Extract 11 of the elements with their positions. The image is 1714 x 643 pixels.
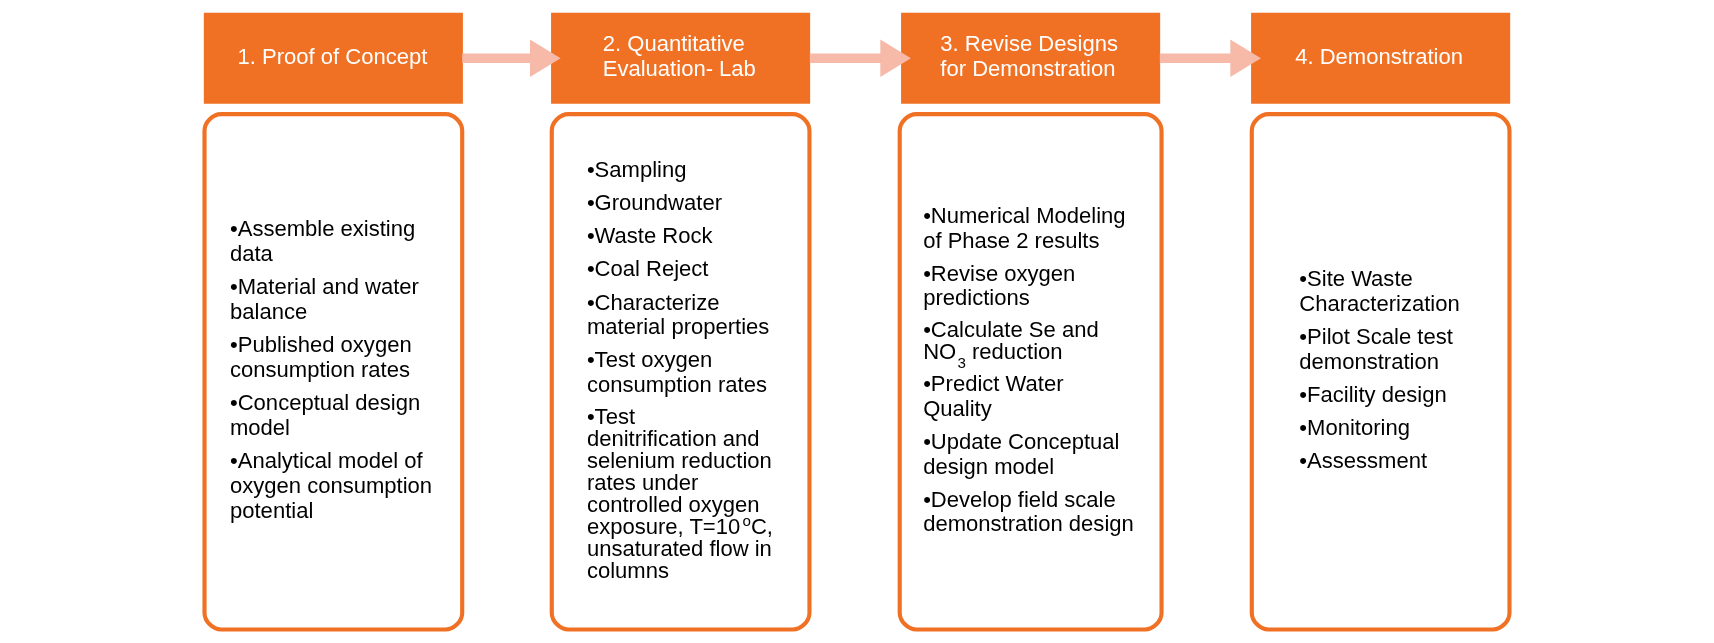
node-box: •Assemble existing data •Material and water balance •Published oxygen consumption rates •Conceptual design model •Analytical model of oxygen consumption potential (202, 112, 465, 632)
node-box: 2. Quantitative Evaluation- Lab (551, 12, 811, 104)
arrow (462, 39, 561, 78)
node-box: 4. Demonstration (1251, 12, 1511, 104)
arrow (809, 39, 911, 78)
arrow (1159, 39, 1261, 78)
node-box: •Site Waste Characterization •Pilot Scale test demonstration •Facility design •Monitoring •Assessment (1249, 112, 1512, 632)
node-box: 1. Proof of Concept (203, 12, 463, 104)
node-box: •Sampling •Groundwater •Waste Rock •Coal Reject •Characterize material properties •Test oxygen consumption rates •Test denitrification and selenium reduction rates under controlled oxygen exposure, T=10$^{o}$C, unsaturated flow in columns (549, 112, 812, 632)
node-box: 3. Revise Designs for Demonstration (901, 12, 1161, 104)
node-box: •Numerical Modeling of Phase 2 results •Revise oxygen predictions •Calculate Se and NO$_{3}$ reduction •Predict Water Quality •Update Conceptual design model •Develop field scale demonstration design (897, 112, 1164, 632)
